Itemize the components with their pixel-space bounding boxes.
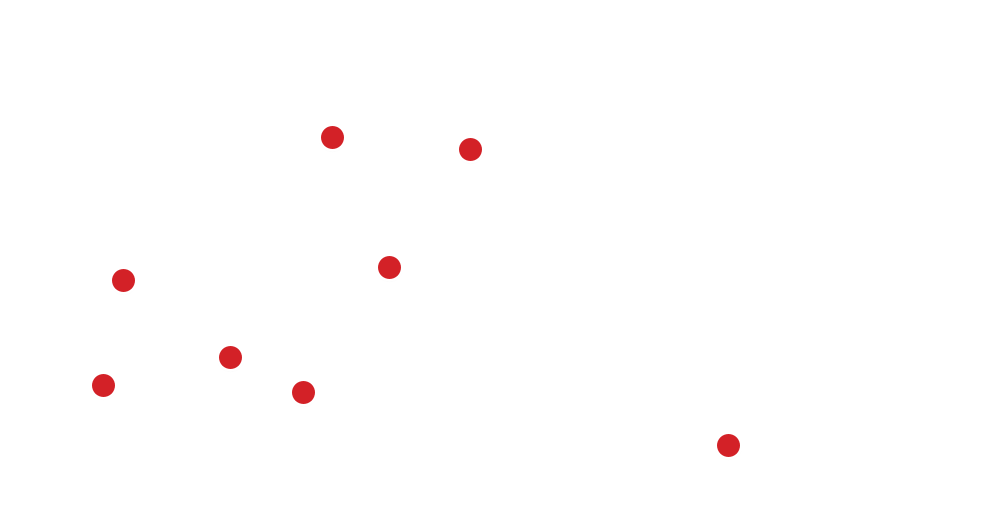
step-badge-5	[458, 137, 482, 161]
step-badge-1	[91, 373, 115, 397]
step-badge-2	[218, 345, 242, 369]
step-badge-3a	[111, 268, 135, 292]
step-badge-6	[320, 125, 344, 149]
step-badge-7	[716, 433, 740, 457]
step-badge-3b	[291, 380, 315, 404]
step-badge-4	[377, 255, 401, 279]
